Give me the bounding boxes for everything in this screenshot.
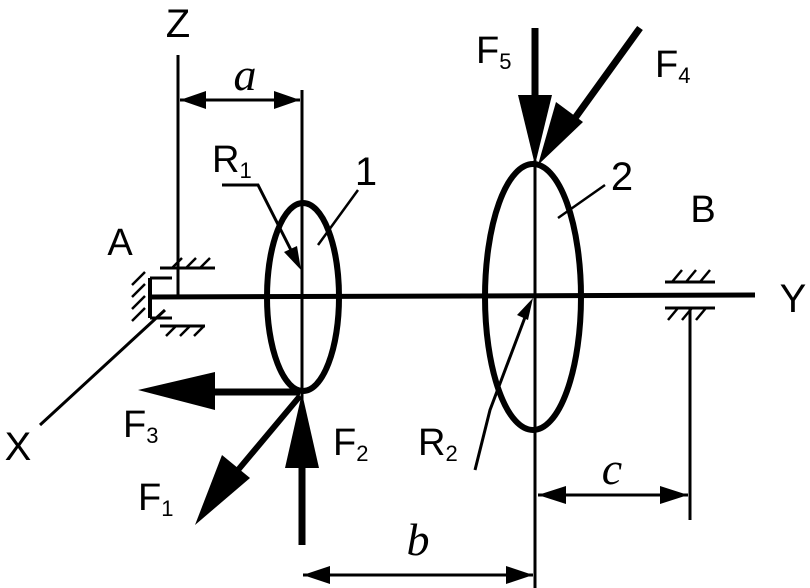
force-f4-label: F4	[655, 44, 690, 88]
force-f5-arrow	[518, 28, 552, 165]
support-b	[665, 269, 715, 520]
dimension-a-label: a	[234, 49, 257, 100]
gear-1	[264, 90, 360, 545]
force-f4-arrow	[538, 25, 643, 165]
x-axis	[38, 308, 167, 427]
force-f1-label: F1	[138, 477, 173, 521]
force-f2-label: F2	[333, 422, 368, 466]
force-f3-label: F3	[123, 404, 158, 448]
shaft-axis	[149, 292, 756, 300]
force-f5-label: F5	[476, 30, 511, 74]
radius-r2-label: R2	[418, 422, 458, 466]
dimension-c-label: c	[602, 443, 622, 494]
radius-r1-pointer	[222, 183, 301, 270]
z-axis-label: Z	[166, 2, 190, 46]
gear-2-label: 2	[611, 155, 633, 199]
x-axis-label: X	[5, 425, 32, 469]
y-axis-label: Y	[780, 277, 807, 321]
force-f1-arrow	[195, 394, 303, 525]
radius-r2-pointer	[473, 298, 533, 471]
force-f3-arrow	[138, 372, 300, 410]
force-f2-arrow	[285, 393, 319, 545]
gear-2	[482, 160, 606, 588]
gear-1-label: 1	[355, 150, 377, 194]
support-a-label: A	[107, 222, 133, 264]
dimension-b	[303, 566, 533, 584]
dimension-b-label: b	[407, 514, 430, 565]
support-a	[131, 257, 215, 337]
support-b-label: B	[690, 189, 715, 231]
dimension-c	[538, 486, 688, 504]
dimension-a	[180, 91, 300, 109]
radius-r1-label: R1	[212, 139, 252, 183]
